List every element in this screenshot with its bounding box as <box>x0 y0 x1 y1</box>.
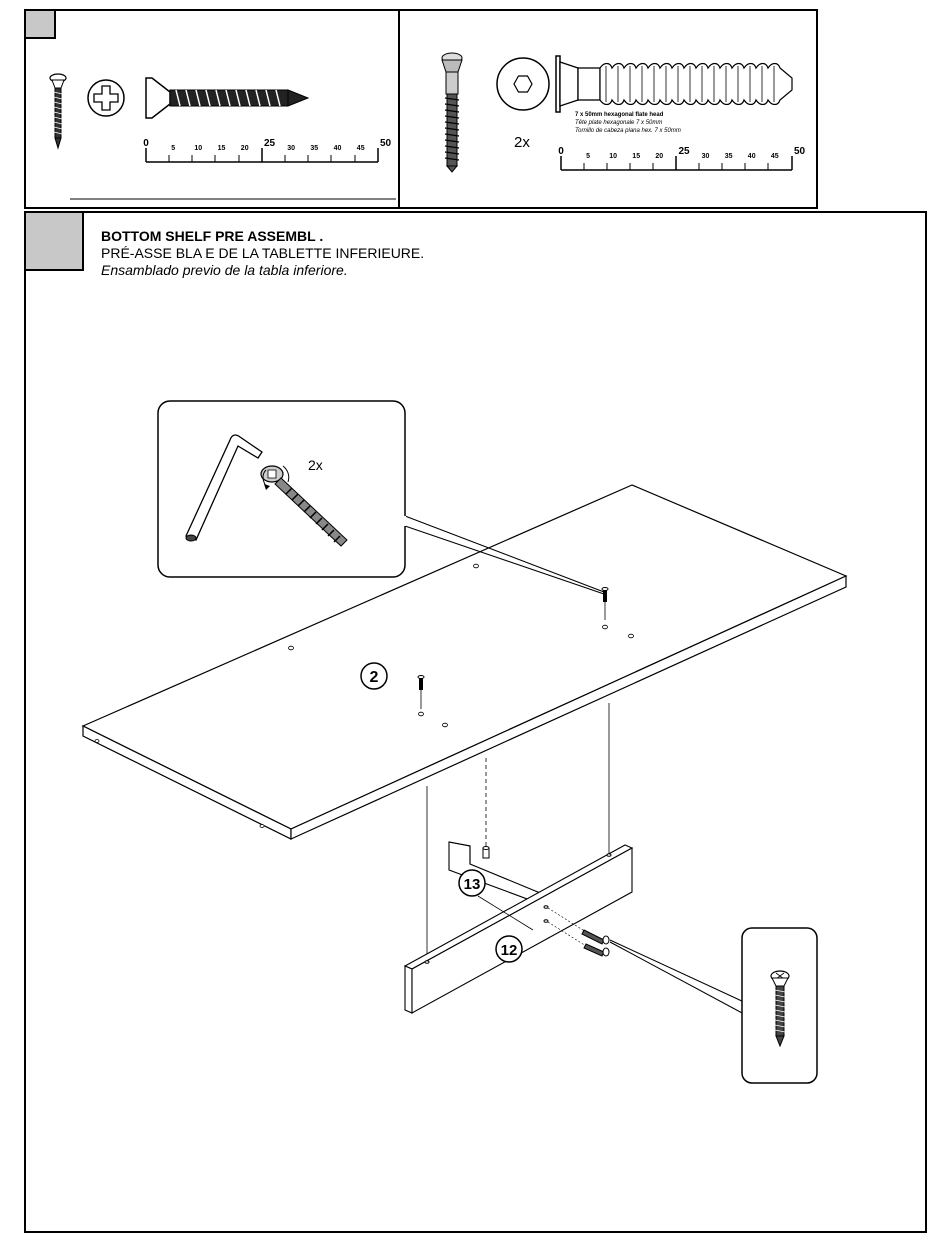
bolt-spec-line-3: Tornillo de cabeza plana hex. 7 x 50mm <box>575 128 681 134</box>
part-label-12: 12 <box>501 942 518 959</box>
callout-quantity: 2x <box>308 457 323 473</box>
scale-tick-label: 15 <box>218 145 226 152</box>
scale-tick-label: 5 <box>586 153 590 160</box>
part-label-13: 13 <box>464 876 481 893</box>
scale-tick-label: 50 <box>794 146 806 157</box>
scale-tick-label: 25 <box>264 138 276 149</box>
hex-head-icon <box>497 58 549 110</box>
bolt-spec-line-2: Tête plate hexagonale 7 x 50mm <box>575 120 662 126</box>
right-measure-scale: 0 5 10 15 20 25 30 35 40 45 50 <box>558 146 805 170</box>
scale-tick-label: 35 <box>310 145 318 152</box>
wood-screw-small-icon <box>582 930 609 944</box>
left-measure-scale: 0 5 10 15 20 25 30 35 40 45 50 <box>143 138 391 162</box>
scale-tick-label: 30 <box>287 145 295 152</box>
cam-bolt-vertical-icon <box>442 53 462 172</box>
scale-tick-label: 20 <box>655 153 663 160</box>
rail-12 <box>405 845 632 1013</box>
scale-tick-label: 5 <box>171 145 175 152</box>
scale-tick-label: 45 <box>771 153 779 160</box>
bolt-quantity: 2x <box>514 134 530 151</box>
scale-tick-label: 10 <box>194 145 202 152</box>
scale-tick-label: 35 <box>725 153 733 160</box>
screw-callout <box>610 928 817 1083</box>
scale-tick-label: 40 <box>748 153 756 160</box>
cam-bolt-side-icon <box>556 56 792 112</box>
scale-tick-label: 45 <box>357 145 365 152</box>
part-label-2: 2 <box>370 669 379 686</box>
scale-tick-label: 0 <box>558 146 564 157</box>
scale-tick-label: 40 <box>334 145 342 152</box>
scale-tick-label: 20 <box>241 145 249 152</box>
bolt-spec-line-1: 7 x 50mm hexagonal flate head <box>575 112 664 118</box>
wood-screw-icon <box>50 74 66 148</box>
phillips-head-icon <box>88 80 124 116</box>
scale-tick-label: 15 <box>632 153 640 160</box>
scale-tick-label: 30 <box>702 153 710 160</box>
scale-tick-label: 25 <box>679 146 691 157</box>
bolt-spec-label: 7 x 50mm hexagonal flate head Tête plate… <box>575 112 681 134</box>
scale-tick-label: 10 <box>609 153 617 160</box>
scale-tick-label: 0 <box>143 138 149 149</box>
wood-screw-side-icon <box>146 78 308 118</box>
wood-screw-small-icon <box>584 944 609 956</box>
scale-tick-label: 50 <box>380 138 392 149</box>
